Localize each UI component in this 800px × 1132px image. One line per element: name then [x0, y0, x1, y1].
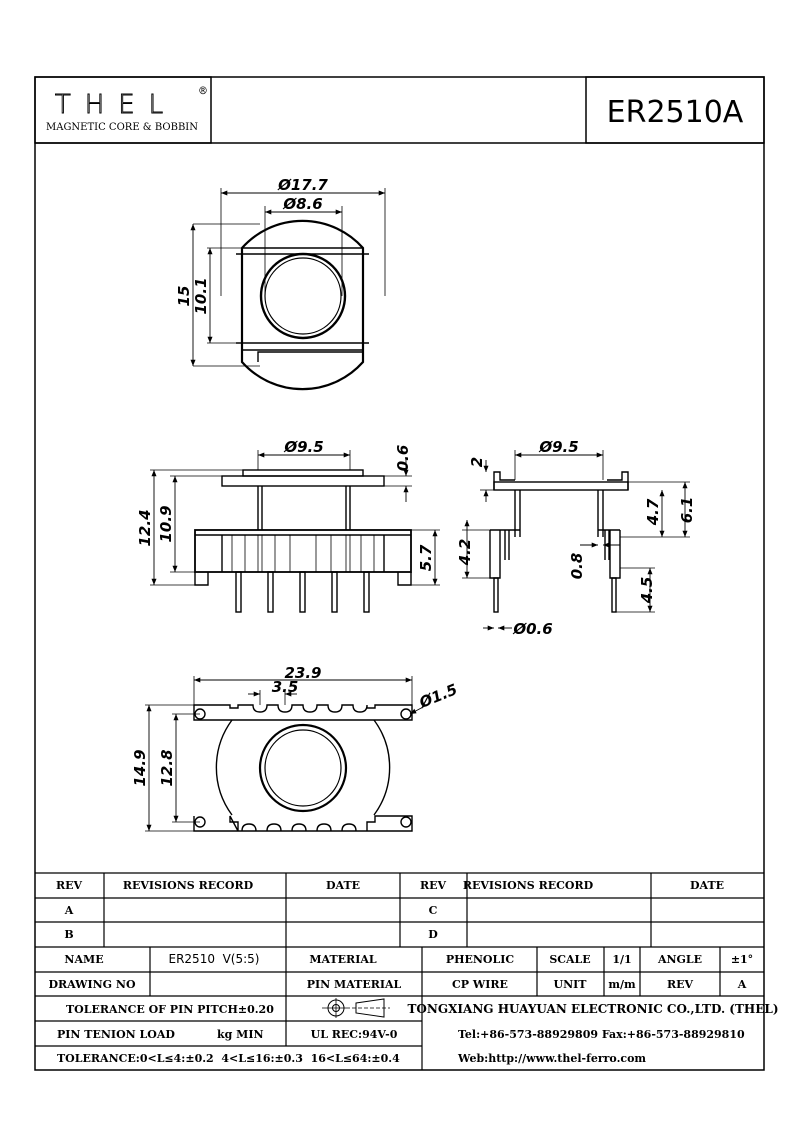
dim-front-body-height: 10.9	[157, 505, 175, 542]
logo-word: THEL	[55, 90, 177, 120]
revisions-record-header-right: REVISIONS RECORD	[463, 879, 594, 892]
dim-front-flange-dia: Ø9.5	[283, 438, 323, 456]
dim-side-h2: 6.1	[678, 497, 696, 524]
rev-header-left: REV	[56, 879, 83, 892]
drawing-frame	[34, 76, 765, 1071]
dim-side-flange-dia: Ø9.5	[538, 438, 578, 456]
thel-logo: THEL ® MAGNETIC CORE & BOBBIN	[34, 76, 212, 144]
dim-bottom-width: 23.9	[284, 664, 321, 682]
date-header-left: DATE	[326, 879, 360, 892]
side-view	[462, 450, 690, 631]
company-web: Web:http://www.thel-ferro.com	[457, 1052, 646, 1065]
dim-side-top-step: 2	[468, 457, 486, 467]
dim-bottom-total-height: 14.9	[131, 749, 149, 786]
rev-value: A	[737, 978, 747, 991]
rev-header-right: REV	[420, 879, 447, 892]
part-number: ER2510A	[607, 95, 744, 130]
company-name: TONGXIANG HUAYUAN ELECTRONIC CO.,LTD. (T…	[407, 1002, 778, 1016]
angle-label: ANGLE	[657, 953, 702, 966]
revisions-record-header-left: REVISIONS RECORD	[123, 879, 254, 892]
pin-material-label: PIN MATERIAL	[307, 978, 402, 991]
dim-top-inner-dia: Ø8.6	[282, 195, 322, 213]
name-value: ER2510 V(5:5)	[169, 952, 260, 966]
dim-bottom-hole-dia: Ø1.5	[416, 680, 460, 712]
dim-side-pin-length: 4.5	[638, 577, 656, 605]
title-block	[35, 872, 764, 1070]
tel-fax: Tel:+86-573-88929809 Fax:+86-573-8892981…	[458, 1028, 745, 1041]
kg-min: kg MIN	[217, 1028, 264, 1041]
dim-side-h1: 4.7	[644, 498, 662, 526]
top-view	[190, 188, 386, 391]
tolerance-spec: TOLERANCE:0<L≤4:±0.2 4<L≤16:±0.3 16<L≤64…	[57, 1052, 400, 1065]
rev-row-d: D	[428, 928, 438, 941]
dim-side-pin-dia: Ø0.6	[512, 620, 552, 638]
dim-side-base-height: 4.2	[456, 539, 474, 567]
material-label: MATERIAL	[309, 953, 377, 966]
pin-tension-load: PIN TENION LOAD	[57, 1028, 175, 1041]
date-header-right: DATE	[690, 879, 724, 892]
material-value: PHENOLIC	[446, 953, 515, 966]
registered-mark: ®	[199, 84, 207, 98]
dim-front-flange-thk: 0.6	[394, 445, 412, 472]
dim-front-base-height: 5.7	[417, 544, 435, 571]
scale-label: SCALE	[549, 953, 590, 966]
dim-top-height: 15	[175, 286, 193, 307]
rev-row-c: C	[429, 904, 438, 917]
dim-bottom-inner-height: 12.8	[158, 749, 176, 786]
scale-value: 1/1	[612, 953, 631, 966]
dim-top-outer-dia: Ø17.7	[277, 176, 328, 194]
ul-rec: UL REC:94V-0	[311, 1028, 398, 1041]
rev-row-b: B	[64, 928, 73, 941]
logo-subtitle: MAGNETIC CORE & BOBBIN	[46, 122, 198, 133]
name-label: NAME	[64, 953, 103, 966]
cp-wire: CP WIRE	[452, 978, 508, 991]
front-view	[150, 450, 440, 613]
unit-value: m/m	[608, 978, 636, 991]
bottom-view	[145, 676, 426, 832]
angle-value: ±1°	[731, 953, 753, 966]
pin-pitch-tolerance: TOLERANCE OF PIN PITCH±0.20	[66, 1003, 274, 1016]
dim-side-wall: 0.8	[568, 553, 586, 580]
dim-bottom-pitch: 3.5	[272, 678, 299, 696]
dim-top-inner-height: 10.1	[192, 277, 210, 314]
drawing-no-label: DRAWING NO	[48, 978, 135, 991]
rev-label: REV	[667, 978, 694, 991]
unit-label: UNIT	[554, 978, 588, 991]
dim-front-total-height: 12.4	[136, 509, 154, 546]
rev-row-a: A	[64, 904, 74, 917]
